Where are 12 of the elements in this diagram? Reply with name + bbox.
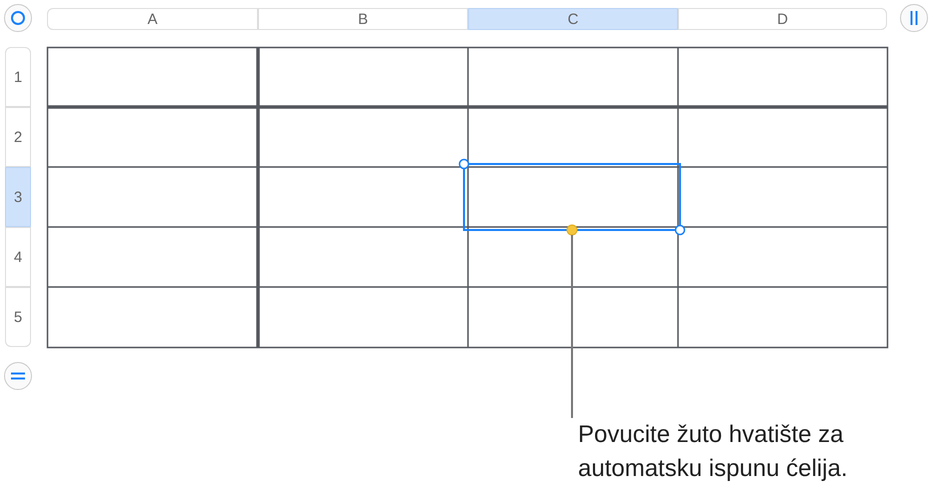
row-header: 4 bbox=[5, 227, 31, 287]
leader-line bbox=[571, 235, 573, 418]
row-header: 1 bbox=[5, 47, 31, 107]
row-header: 2 bbox=[5, 107, 31, 167]
column-header: A bbox=[47, 8, 258, 30]
column-header: B bbox=[258, 8, 468, 30]
fill-handle bbox=[566, 224, 578, 236]
column-header: C bbox=[468, 8, 678, 30]
row-header: 5 bbox=[5, 287, 31, 347]
row-header: 3 bbox=[5, 167, 31, 227]
column-header: D bbox=[678, 8, 887, 30]
callout-text: Povucite žuto hvatište za automatsku ispunu ćelija. bbox=[570, 418, 920, 486]
